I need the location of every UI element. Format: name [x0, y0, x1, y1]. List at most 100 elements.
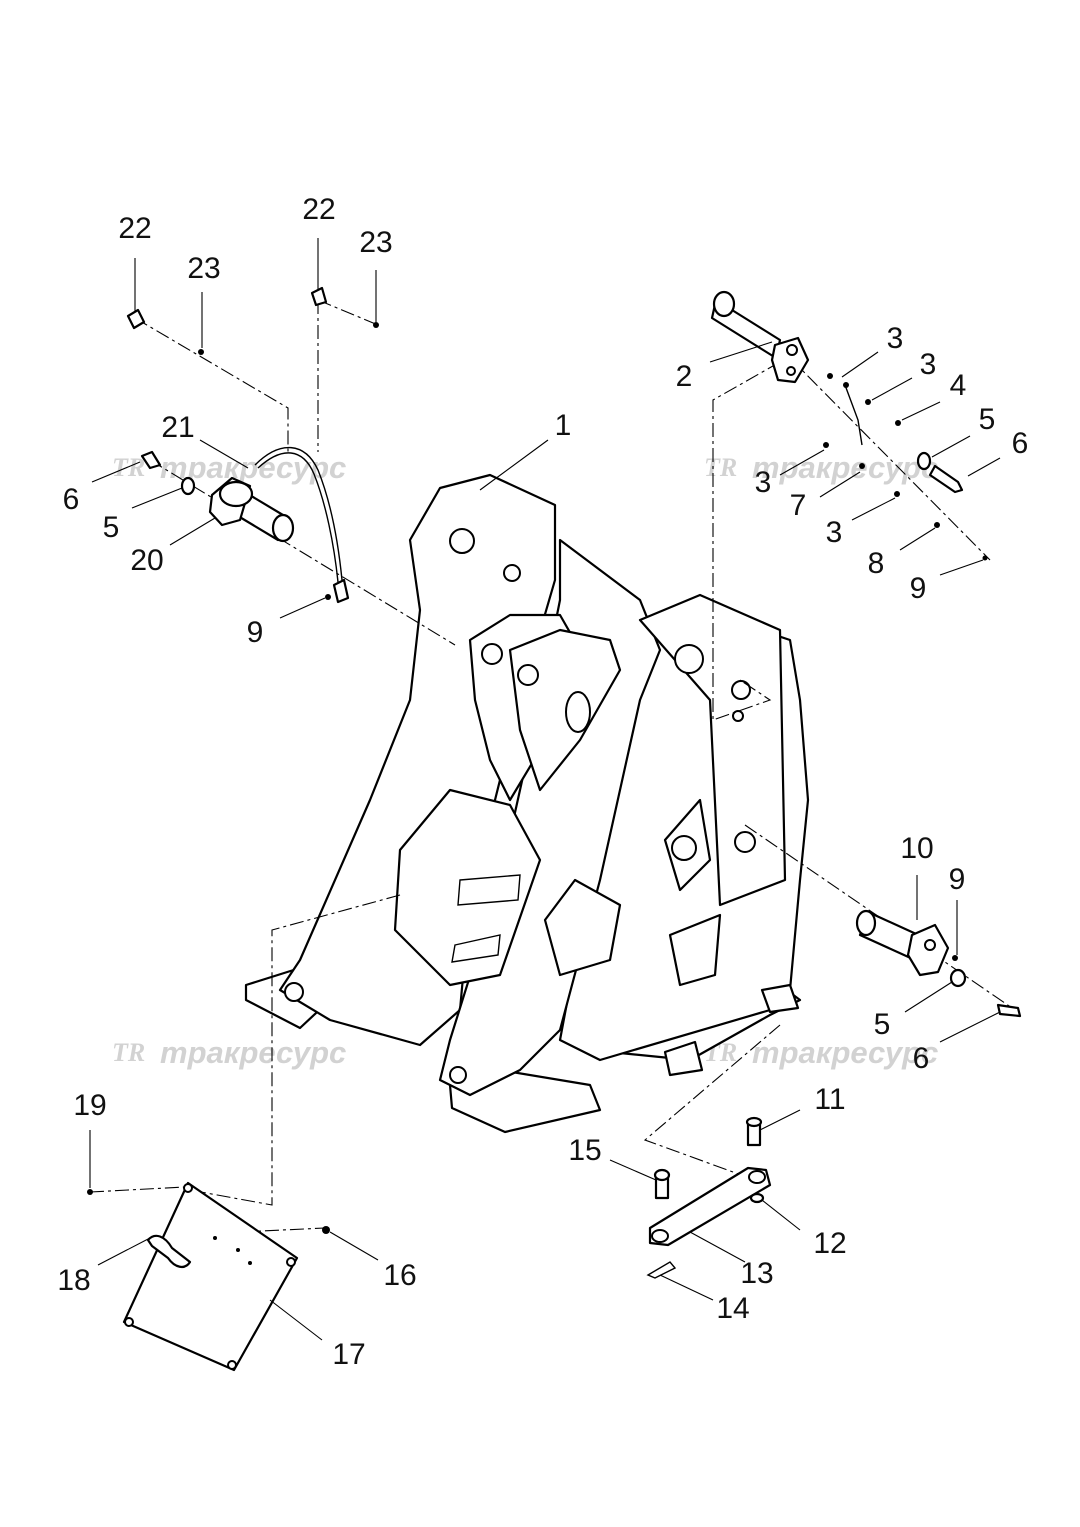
frame-bore	[671, 835, 697, 861]
pin-2-assembly	[710, 290, 863, 446]
handle-18	[146, 1234, 192, 1268]
frame-bore	[481, 643, 503, 665]
callout-10: 10	[900, 832, 933, 865]
pin-2-end	[712, 290, 736, 318]
frame-side-pocket	[668, 913, 722, 987]
leader-1	[479, 439, 549, 491]
callout-12: 12	[813, 1227, 846, 1260]
pin-15-head	[653, 1168, 671, 1182]
frame-bore	[731, 680, 751, 700]
fittings-top	[126, 286, 379, 355]
cover-mark	[248, 1261, 252, 1265]
leader-4	[901, 401, 941, 421]
watermark-bottom-left: TR тракресурс	[112, 1035, 346, 1070]
callout-5: 5	[979, 403, 996, 436]
pin-10-end	[855, 909, 877, 937]
bolt-6	[996, 1003, 1022, 1018]
center-line-22-23-right	[317, 299, 379, 326]
frame-bore	[449, 528, 475, 554]
callout-3: 3	[920, 348, 937, 381]
cover-hole	[183, 1183, 193, 1193]
callout-3: 3	[755, 466, 772, 499]
screw-19	[87, 1189, 93, 1195]
leader-15	[609, 1159, 657, 1181]
fitting-8	[934, 522, 940, 528]
fitting-7	[859, 463, 865, 469]
frame-left-leg	[278, 473, 557, 1047]
cover-hole	[124, 1317, 134, 1327]
fitting-23	[373, 322, 379, 328]
fitting-3	[823, 442, 829, 448]
callout-7: 7	[790, 489, 807, 522]
lube-line-21	[254, 446, 343, 581]
leader-3b	[871, 377, 913, 401]
watermark-logo: TR	[112, 453, 145, 482]
callout-9: 9	[949, 863, 966, 896]
callout-1: 1	[555, 409, 572, 442]
leader-5r	[931, 435, 971, 458]
bolt-6	[928, 464, 964, 494]
frame-bolt	[732, 710, 744, 722]
frame-foot	[663, 1040, 704, 1077]
callout-9: 9	[247, 616, 264, 649]
watermark-top-right: TR тракресурс	[704, 450, 938, 485]
callout-21: 21	[161, 411, 194, 444]
callout-8: 8	[868, 547, 885, 580]
frame-bore	[284, 982, 304, 1002]
leader-7	[819, 471, 861, 498]
center-line-pin-20	[149, 459, 456, 646]
callout-23: 23	[187, 252, 220, 285]
callout-labels: 1 2 3 3 4 5 6 3 7 3 8 9 21 6 5 20 9 22 2…	[57, 193, 1028, 1371]
watermark-text: тракресурс	[160, 1035, 346, 1070]
leader-3a	[841, 351, 879, 378]
pin-10-assembly	[855, 909, 1022, 1018]
callout-13: 13	[740, 1257, 773, 1290]
nut-16	[322, 1226, 330, 1234]
leader-3c	[779, 449, 825, 476]
fitting-3	[865, 399, 871, 405]
center-line-cover-17	[189, 894, 401, 1206]
leader-5b	[904, 981, 953, 1013]
callout-14: 14	[716, 1292, 749, 1325]
leader-9r	[939, 559, 984, 576]
fitting-3	[894, 491, 900, 497]
watermark-logo: TR	[704, 453, 737, 482]
cover-hole	[286, 1257, 296, 1267]
frame-bore-upper-pin	[674, 644, 704, 674]
frame-lower-cutout	[543, 878, 622, 977]
leader-3d	[851, 497, 896, 521]
frame-inner-rib	[457, 874, 521, 906]
link-13-eye	[651, 1229, 669, 1243]
fasteners-right	[823, 373, 988, 561]
callout-15: 15	[568, 1134, 601, 1167]
callout-6: 6	[63, 483, 80, 516]
leader-2	[709, 341, 773, 363]
callout-17: 17	[332, 1338, 365, 1371]
watermark-bottom-right: TR тракресурс	[704, 1035, 938, 1070]
frame-bore	[517, 664, 539, 686]
leader-lines	[89, 238, 1001, 1341]
leader-20	[169, 517, 216, 546]
pin-2-flange-hole	[786, 344, 798, 356]
frame-bore	[565, 691, 591, 733]
center-line-19	[89, 1186, 186, 1193]
callout-3: 3	[887, 322, 904, 355]
leader-13	[689, 1231, 746, 1263]
center-line-link-13	[643, 1024, 781, 1181]
watermark-logo: TR	[112, 1038, 145, 1067]
watermark-text: тракресурс	[752, 1035, 938, 1070]
cover-plate-17	[122, 1181, 299, 1372]
pin-11-head	[745, 1116, 763, 1128]
lube-line-21-outer	[257, 452, 339, 583]
callout-5: 5	[103, 511, 120, 544]
fitting-3	[843, 382, 849, 388]
frame-bore	[503, 564, 521, 582]
leader-5l	[131, 487, 183, 509]
washer-5	[916, 451, 932, 471]
cover-17-assembly	[87, 1181, 330, 1372]
leader-8	[899, 527, 936, 551]
link-13-eye	[748, 1170, 766, 1184]
frame-foot	[760, 983, 800, 1014]
callout-22: 22	[302, 193, 335, 226]
